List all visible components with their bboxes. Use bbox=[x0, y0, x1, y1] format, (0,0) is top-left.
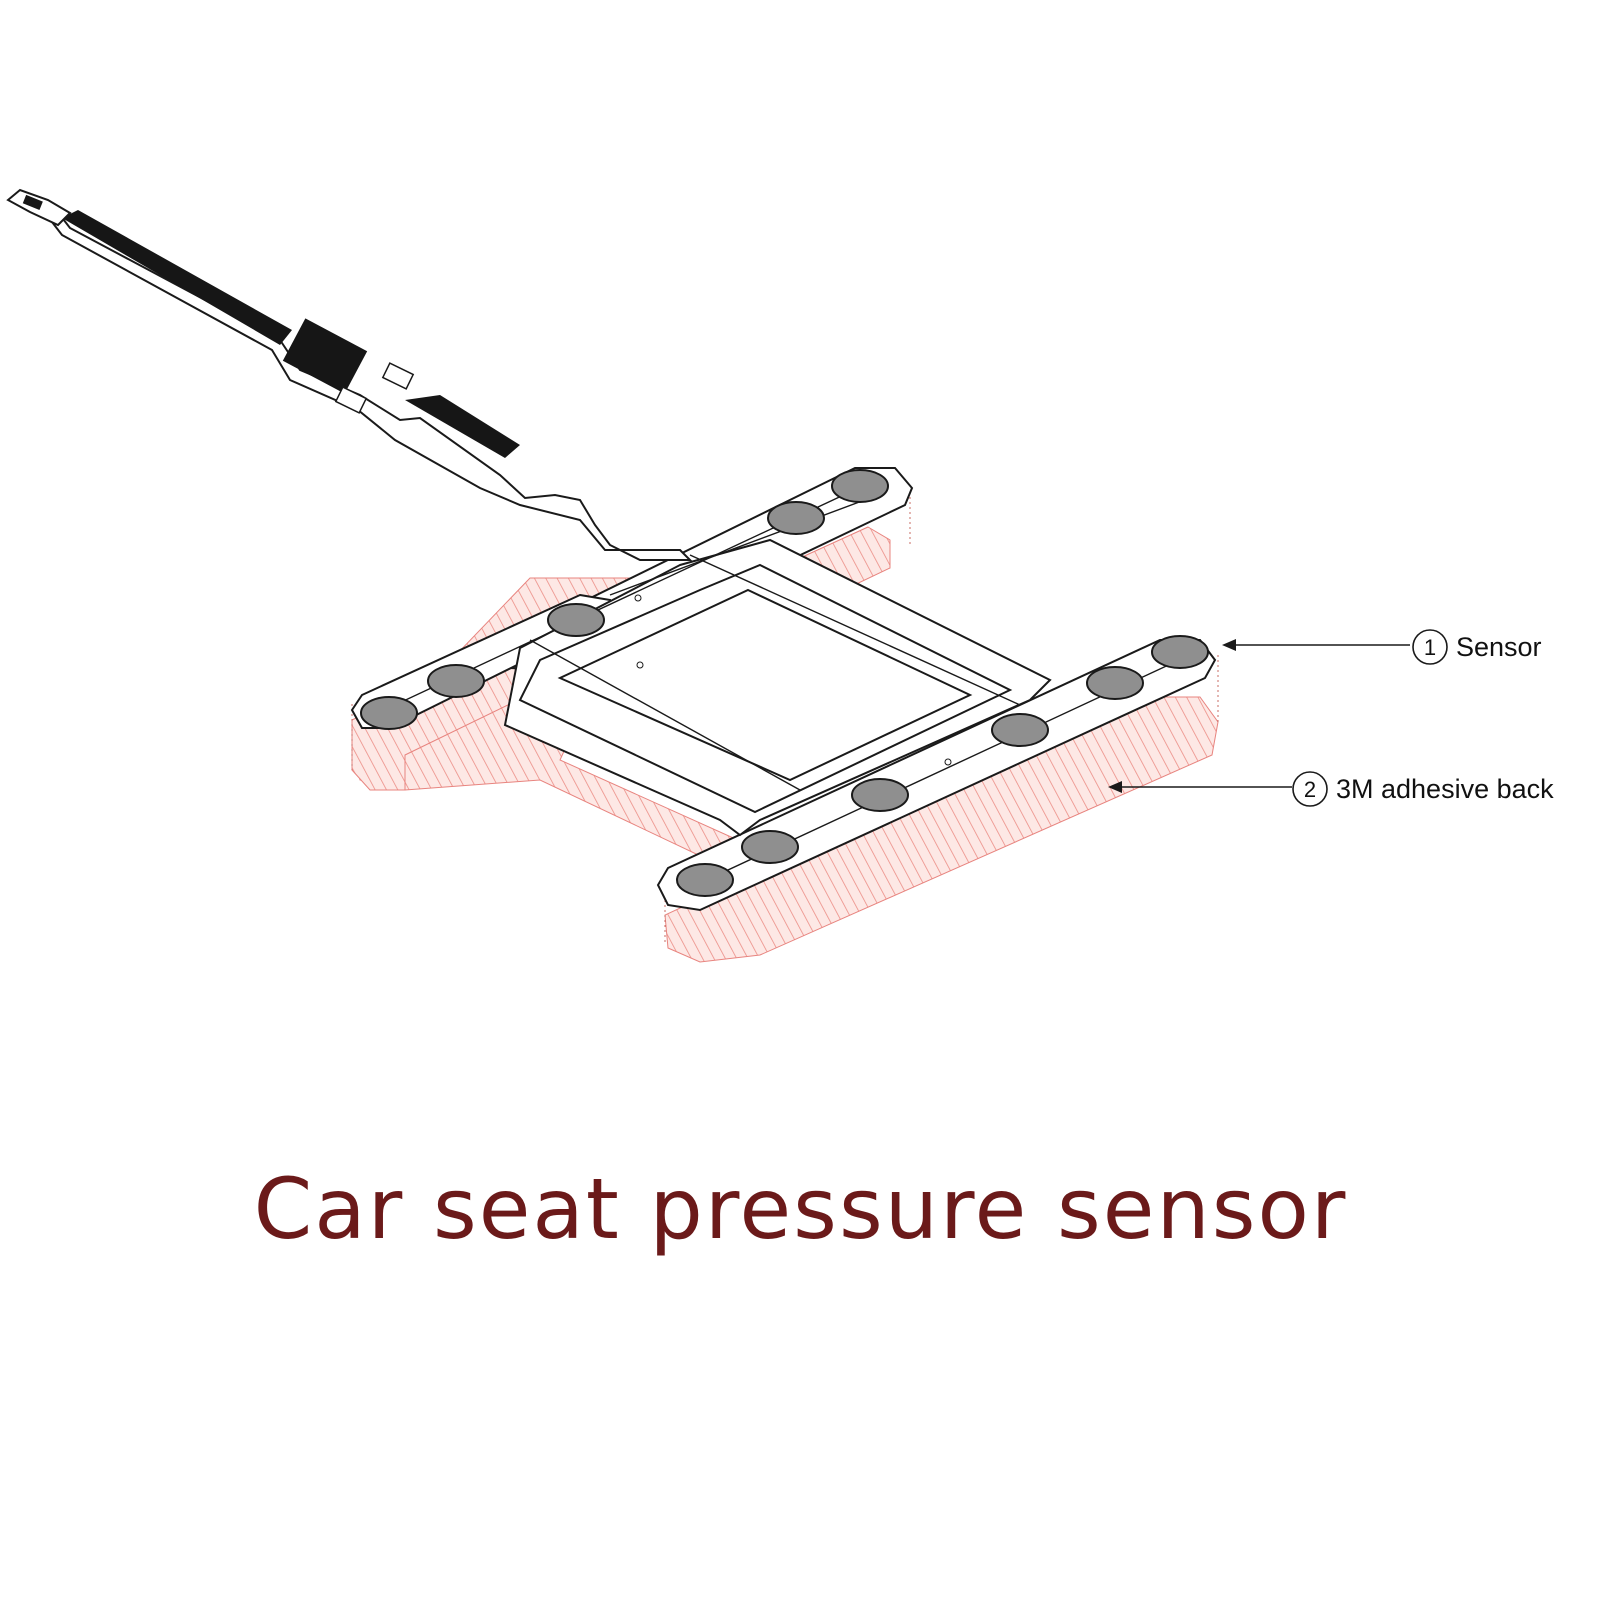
sensor-pad-9 bbox=[851, 778, 909, 812]
tail-black-strip-2 bbox=[405, 395, 520, 458]
callout-sensor-label: Sensor bbox=[1456, 632, 1542, 662]
callout-sensor-number: 1 bbox=[1424, 635, 1436, 660]
sensor-pad-3 bbox=[547, 603, 605, 637]
sensor-pad-2 bbox=[767, 501, 825, 535]
callout-adhesive-number: 2 bbox=[1304, 777, 1316, 802]
sensor-pad-1 bbox=[831, 469, 889, 503]
sensor-marks bbox=[634, 594, 952, 766]
callout-sensor-number-circle bbox=[1412, 629, 1448, 665]
callout-adhesive-arrow bbox=[1108, 781, 1122, 793]
callout-adhesive: 2 3M adhesive back bbox=[1108, 771, 1554, 807]
tail-connector-chip bbox=[282, 318, 368, 394]
sensor-pad-10 bbox=[741, 830, 799, 864]
tail-tab-upper bbox=[381, 362, 415, 390]
callout-adhesive-number-circle bbox=[1292, 771, 1328, 807]
callout-sensor-arrow bbox=[1222, 639, 1236, 651]
diagram-title: Car seat pressure sensor bbox=[253, 1160, 1348, 1258]
tail-tab-lower bbox=[334, 386, 368, 414]
sensor-pad-4 bbox=[427, 664, 485, 698]
sensor-pads bbox=[360, 469, 1209, 897]
sensor-pad-5 bbox=[360, 696, 418, 730]
sensor-pad-8 bbox=[991, 713, 1049, 747]
callout-sensor: 1 Sensor bbox=[1222, 629, 1542, 665]
sensor-pad-6 bbox=[1151, 635, 1209, 669]
sensor-frame-window-inner bbox=[557, 588, 973, 782]
sensor-pad-7 bbox=[1086, 666, 1144, 700]
tail-end-contact bbox=[22, 194, 43, 211]
sensor-pad-11 bbox=[676, 863, 734, 897]
callout-adhesive-label: 3M adhesive back bbox=[1336, 774, 1554, 804]
sensor-tail bbox=[6, 188, 693, 561]
tail-black-strip bbox=[62, 210, 292, 345]
